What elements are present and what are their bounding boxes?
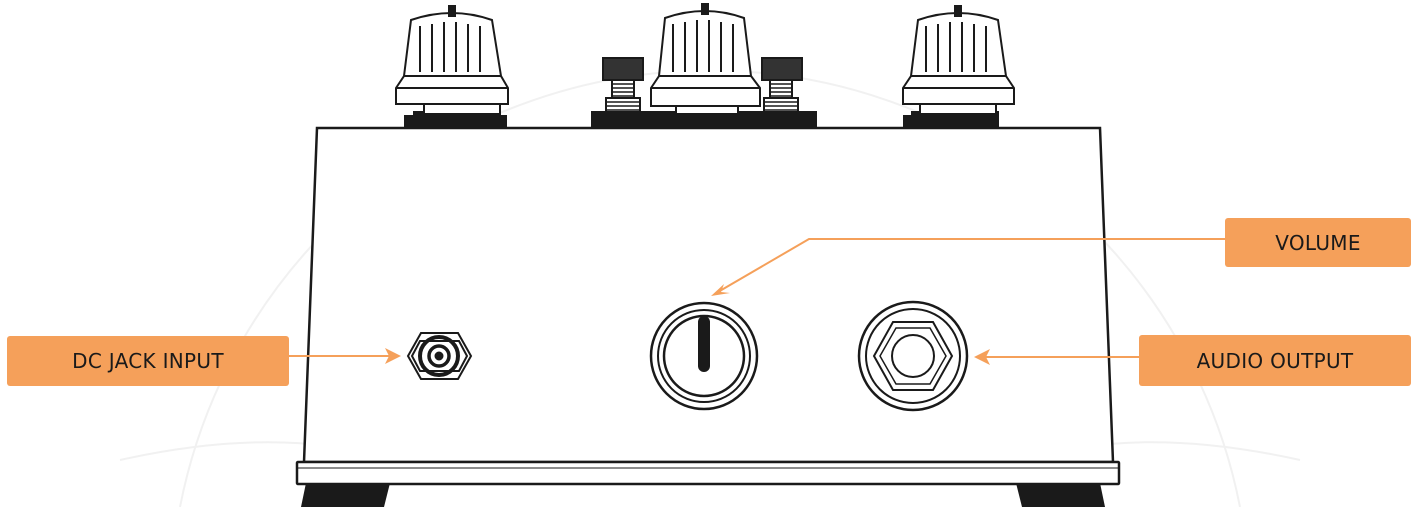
top-knob-right-icon xyxy=(902,5,1015,129)
audio-arrowhead xyxy=(974,349,990,365)
volume-label: VOLUME xyxy=(1225,218,1411,267)
callout-arrows xyxy=(289,238,1225,365)
audio-jack-icon xyxy=(857,300,969,412)
pedal-feet xyxy=(301,483,1105,507)
toggle-switch-left-icon xyxy=(591,57,663,129)
pedal-enclosure xyxy=(295,126,1121,486)
toggle-switch-right-icon xyxy=(747,57,817,129)
audio-output-label: AUDIO OUTPUT xyxy=(1139,335,1411,386)
top-knob-left-icon xyxy=(395,5,509,129)
volume-knob-icon xyxy=(649,301,759,411)
volume-arrowhead xyxy=(711,284,730,296)
dc-jack-icon xyxy=(406,332,473,380)
dc-jack-arrowhead xyxy=(385,348,401,364)
top-knob-center-icon xyxy=(650,3,761,129)
volume-arrow-line xyxy=(717,238,1225,293)
dc-jack-input-label: DC JACK INPUT xyxy=(7,336,289,386)
